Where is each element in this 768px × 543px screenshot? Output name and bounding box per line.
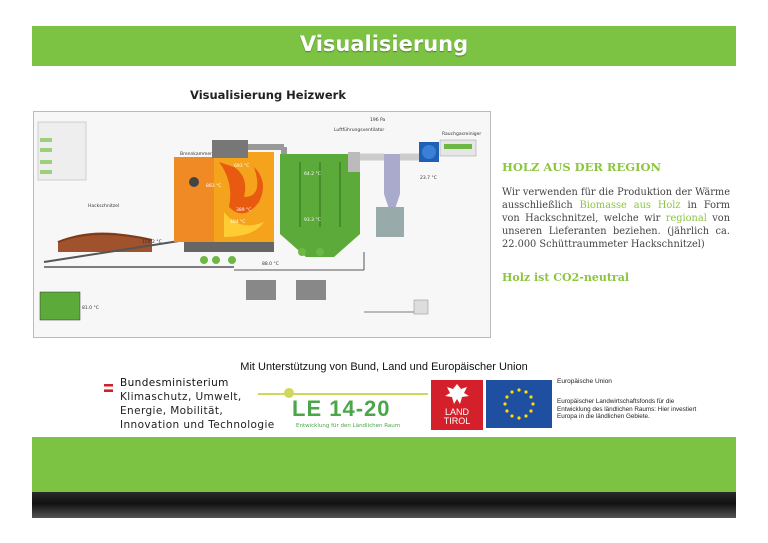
- le-logo-line: [258, 393, 428, 395]
- plant-schematic: [37, 121, 477, 321]
- side-highlight-biomasse: Biomasse aus Holz: [579, 200, 681, 211]
- label-filter-temp: 64.2 °C: [304, 172, 321, 177]
- label-temp-rost: 389 °C: [236, 208, 252, 213]
- footer-band: [32, 437, 736, 492]
- eu-flag-icon: [486, 380, 552, 428]
- label-hackschnitzel: Hackschnitzel: [88, 204, 120, 209]
- label-abgas-temp: 23.7 °C: [420, 176, 437, 181]
- land-tirol-logo: LAND TIROL: [431, 380, 483, 430]
- le-logo-dot: [284, 388, 294, 398]
- label-filter-temp2: 93.3 °C: [304, 218, 321, 223]
- label-vorlauf: 81.0 °C: [82, 306, 99, 311]
- co2-heading: Holz ist CO2-neutral: [502, 271, 629, 284]
- tirol-eagle-icon: [445, 384, 469, 404]
- tirol-line2: TIROL: [443, 416, 471, 426]
- ministry-logo: Bundesministerium Klimaschutz, Umwelt, E…: [120, 376, 275, 432]
- side-heading: HOLZ AUS DER REGION: [502, 160, 661, 174]
- title-banner: Visualisierung: [32, 26, 736, 66]
- side-text-c: von unseren Lieferanten beziehen. (jährl…: [502, 213, 731, 250]
- diagram-title: Visualisierung Heizwerk: [190, 88, 346, 102]
- footer-dark-band: [32, 492, 736, 518]
- label-temp-unten: 484 °C: [230, 220, 246, 225]
- label-kamin-temp: 154.2 °C: [142, 240, 162, 245]
- austria-flag-icon: [104, 377, 113, 392]
- label-temp-feuer: 883 °C: [206, 184, 222, 189]
- support-text: Mit Unterstützung von Bund, Land und Eur…: [240, 361, 528, 373]
- eu-label: Europäische Union: [557, 378, 612, 385]
- side-text-a: Wir verwenden für die Produktion der Wär…: [502, 187, 730, 211]
- ministry-line4: Innovation und Technologie: [120, 419, 275, 431]
- tirol-line1: LAND: [444, 407, 469, 417]
- ministry-line1: Bundesministerium: [120, 377, 229, 389]
- ministry-line2: Klimaschutz, Umwelt,: [120, 391, 242, 403]
- le-logo-sub: Entwicklung für den Ländlichen Raum: [296, 423, 401, 429]
- eu-fund-text: Europäischer Landwirtschaftsfonds für di…: [557, 398, 697, 420]
- label-luft: Luftführungsventilator: [334, 128, 385, 133]
- side-highlight-regional: regional: [665, 213, 707, 224]
- side-text: Wir verwenden für die Produktion der Wär…: [502, 186, 730, 251]
- label-rauchgas: Rauchgasreiniger: [442, 132, 482, 137]
- page-title: Visualisierung: [299, 32, 469, 56]
- tirol-text: LAND TIROL: [431, 408, 483, 426]
- label-druck: 196 Pa: [370, 118, 386, 123]
- heating-plant-diagram: Hackschnitzel Brennkammer 883 °C 693 °C …: [33, 111, 491, 338]
- ministry-line3: Energie, Mobilität,: [120, 405, 224, 417]
- label-temp-kessel: 693 °C: [234, 164, 250, 169]
- label-brennkammer: Brennkammer: [180, 152, 212, 157]
- le-logo: LE 14-20: [292, 396, 391, 421]
- label-ruecklauf: 88.0 °C: [262, 262, 279, 267]
- side-text-b: in Form von Hackschnitzel, welche wir: [502, 200, 731, 224]
